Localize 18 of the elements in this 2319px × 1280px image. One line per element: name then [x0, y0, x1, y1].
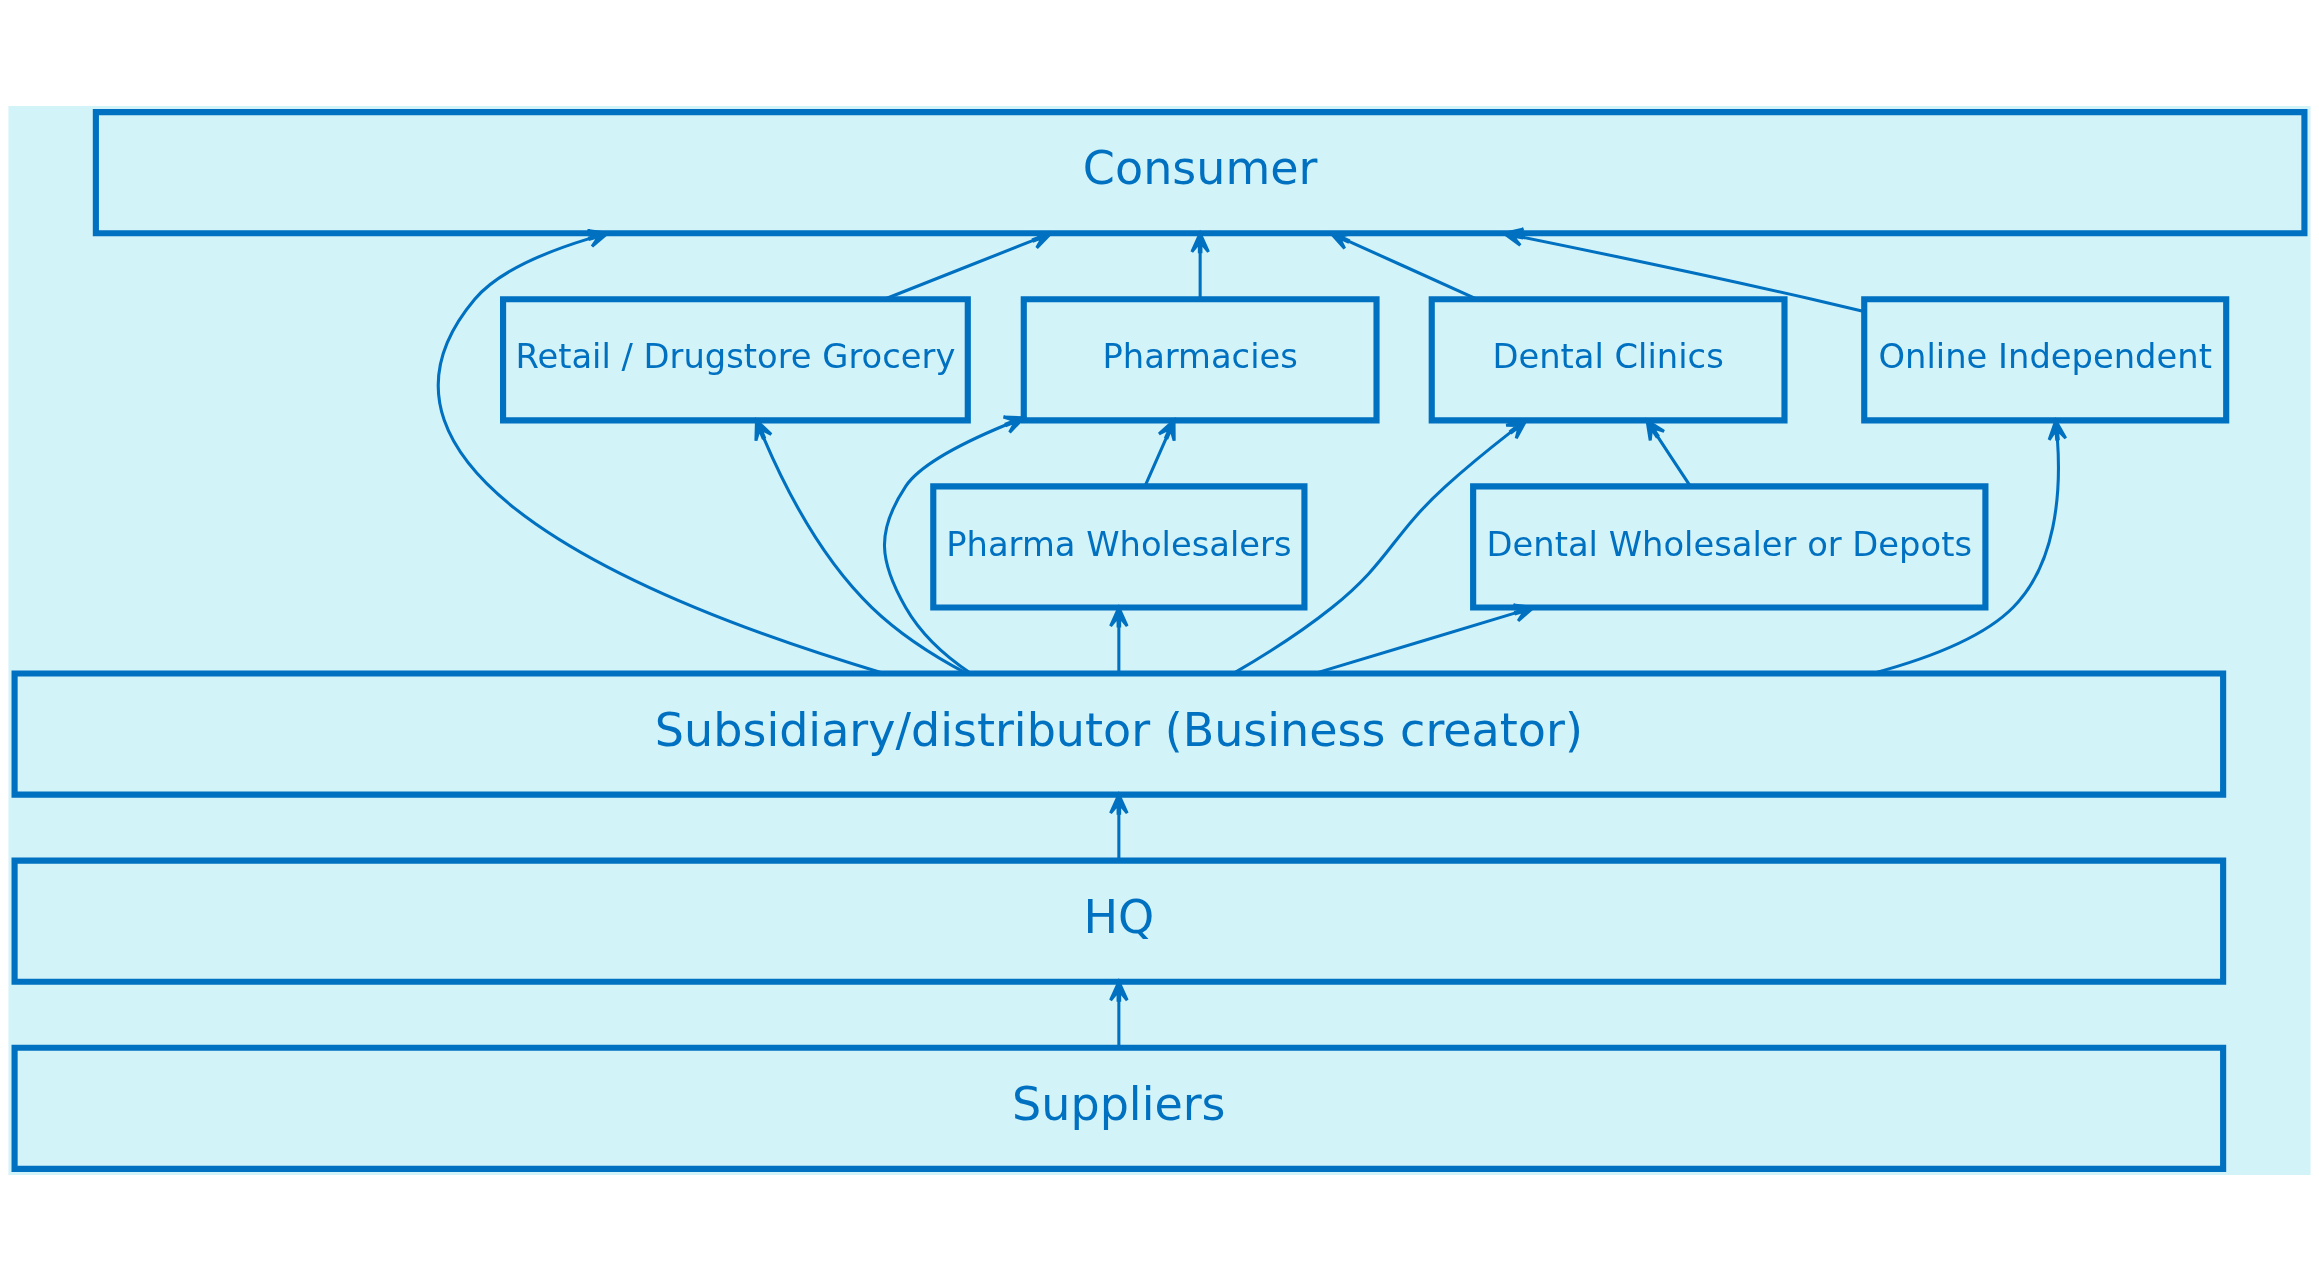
node-box: Online Independent	[1861, 295, 2230, 423]
arrow	[1109, 979, 1129, 1047]
arrow	[1502, 226, 1865, 313]
arrow	[882, 414, 1026, 674]
node-box: Suppliers	[11, 1044, 2227, 1172]
arrow	[1109, 792, 1129, 860]
arrow	[1109, 605, 1129, 673]
node-box: Pharmacies	[1020, 295, 1380, 423]
arrow	[1143, 418, 1176, 487]
node-box: Pharma Wholesalers	[930, 482, 1308, 611]
node-box: Dental Wholesaler or Depots	[1470, 482, 1989, 611]
node-box: Consumer	[92, 108, 2308, 236]
node-box: HQ	[11, 857, 2227, 985]
node-box: Subsidiary/distributor (Business creator)	[11, 669, 2227, 798]
arrow	[1190, 231, 1210, 299]
node-box: Dental Clinics	[1428, 295, 1788, 423]
node-box: Retail / Drugstore Grocery	[500, 295, 971, 423]
arrow	[1645, 418, 1692, 487]
